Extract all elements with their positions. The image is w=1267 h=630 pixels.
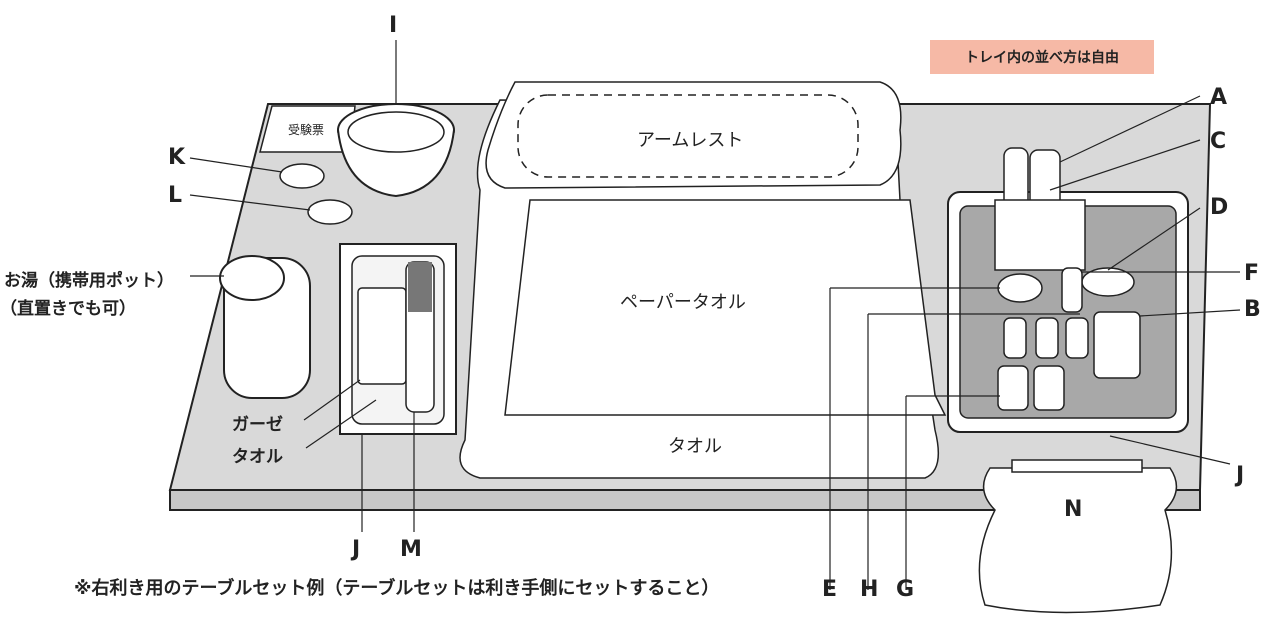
arm-rest-label: アームレスト [637,130,743,151]
bottle-g2 [1033,365,1065,411]
note-box: トレイ内の並べ方は自由 [930,40,1154,74]
arm-rest-outline [517,94,859,178]
towel-label: タオル [668,436,722,457]
bottle-h3 [1065,317,1089,359]
jar-e [997,273,1043,303]
paper-towel [504,199,947,416]
caption: ※右利き用のテーブルセット例（テーブルセットは利き手側にセットすること） [74,578,720,599]
cup-l [307,199,353,225]
case-c [994,199,1086,271]
cup-k [279,163,325,189]
thermos-cap [219,255,285,301]
bowl-inner [347,111,445,153]
bag-n [978,467,1178,614]
hot-water-label: お湯（携帯用ポット） [4,271,174,291]
bowl-body [337,129,455,198]
bottle-h2 [1035,317,1059,359]
label-j-right: J [1234,463,1244,488]
label-l: L [168,183,182,208]
label-m: M [400,537,422,562]
label-k: K [168,145,186,170]
label-b: B [1244,297,1261,322]
cup-b [1093,311,1141,379]
bottle-f [1061,267,1083,313]
bottle-h1 [1003,317,1027,359]
label-i: I [389,13,397,38]
bottle-g1 [997,365,1029,411]
bag-tag [1011,459,1143,473]
label-c: C [1210,129,1226,154]
gauze-label: ガーゼ [232,414,283,435]
arm-rest-towel [485,81,902,189]
label-h: H [860,577,878,602]
label-n: N [1064,497,1082,522]
gauze [357,287,407,385]
table-edge [169,489,1201,511]
exam-ticket-label: 受験票 [288,122,324,137]
label-f: F [1244,261,1259,286]
hot-water-sub-label: （直置きでも可） [0,299,136,319]
label-e: E [822,577,837,602]
towel-small-label: タオル [232,447,283,467]
label-d: D [1210,195,1228,220]
brush-bristles [408,262,432,312]
paper-towel-label: ペーパータオル [620,292,746,313]
label-g: G [896,577,914,602]
label-a: A [1210,85,1227,110]
label-j-left: J [350,537,360,562]
note-text: トレイ内の並べ方は自由 [965,50,1119,66]
leader-lines [189,40,1241,590]
